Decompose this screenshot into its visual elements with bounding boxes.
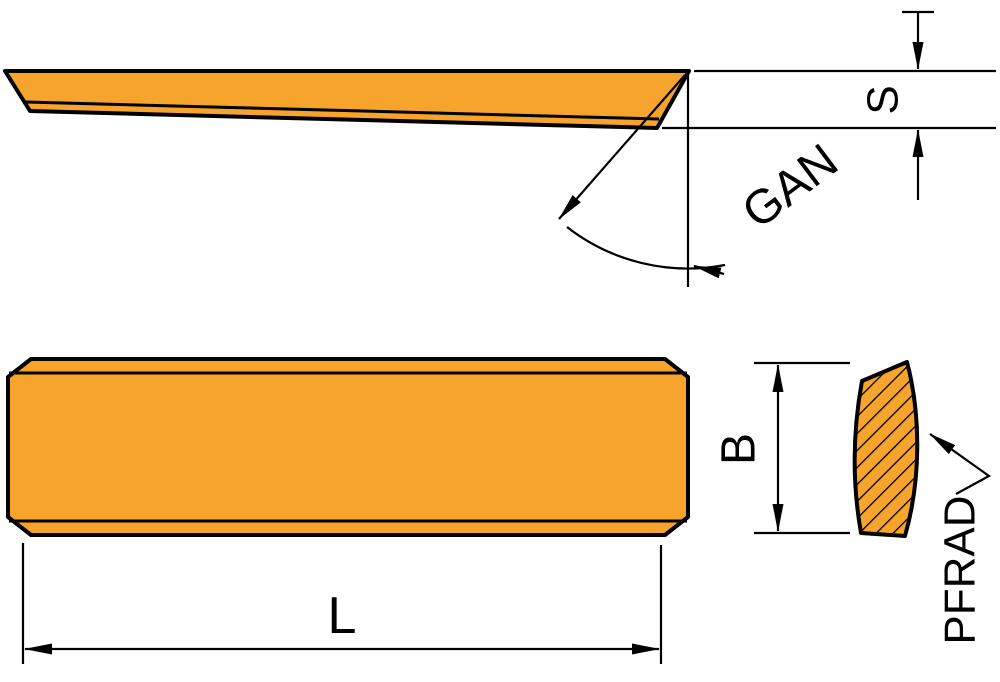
plan-view (6, 357, 690, 537)
s-label: S (859, 85, 908, 114)
l-dimension (21, 543, 663, 664)
b-dimension (754, 361, 850, 535)
blade-plan-outline (6, 357, 690, 537)
gan-angle-arc (566, 226, 726, 270)
gan-angle (558, 74, 726, 287)
gan-angle-leg-line (558, 74, 686, 220)
side-view (3, 69, 691, 130)
gan-arc-arrow (693, 264, 725, 279)
cross-section-hatching (852, 360, 920, 538)
pfrad-callout (929, 433, 992, 495)
s-dimension (662, 10, 996, 200)
gan-label: GAN (733, 134, 848, 239)
cross-section-view (852, 360, 920, 538)
blade-side-chamfer-line (25, 100, 660, 121)
b-label: B (713, 433, 766, 465)
pfrad-label: PFRAD (936, 495, 985, 644)
pfrad-leader-line (929, 433, 992, 495)
blade-side-profile (3, 69, 691, 130)
l-label: L (328, 587, 357, 645)
